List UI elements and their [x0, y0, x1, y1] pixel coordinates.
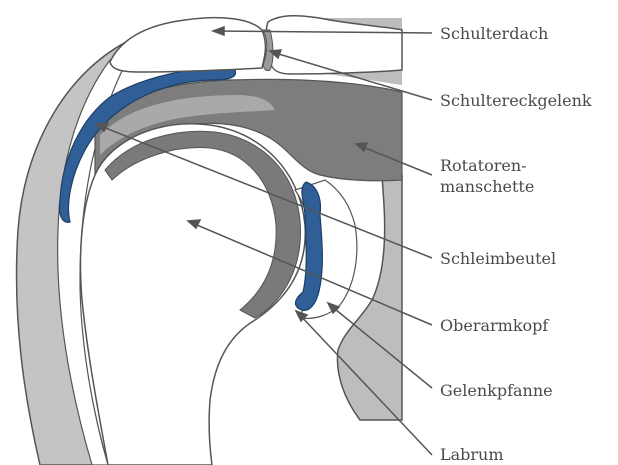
acromion: [110, 18, 265, 72]
label-schulterdach-text: Schulterdach: [440, 23, 548, 44]
label-oberarmkopf-text: Oberarmkopf: [440, 315, 548, 336]
label-rotatorenmanschette-line1: Rotatoren-: [440, 155, 534, 176]
label-labrum: Labrum: [440, 444, 504, 465]
label-rotatorenmanschette: Rotatoren- manschette: [440, 155, 534, 197]
label-schultereckgelenk-text: Schultereckgelenk: [440, 90, 592, 111]
label-gelenkpfanne-text: Gelenkpfanne: [440, 380, 553, 401]
label-schleimbeutel-text: Schleimbeutel: [440, 248, 556, 269]
label-rotatorenmanschette-line2: manschette: [440, 176, 534, 197]
label-schultereckgelenk: Schultereckgelenk: [440, 90, 592, 111]
label-gelenkpfanne: Gelenkpfanne: [440, 380, 553, 401]
label-labrum-text: Labrum: [440, 444, 504, 465]
label-schulterdach: Schulterdach: [440, 23, 548, 44]
label-oberarmkopf: Oberarmkopf: [440, 315, 548, 336]
label-schleimbeutel: Schleimbeutel: [440, 248, 556, 269]
